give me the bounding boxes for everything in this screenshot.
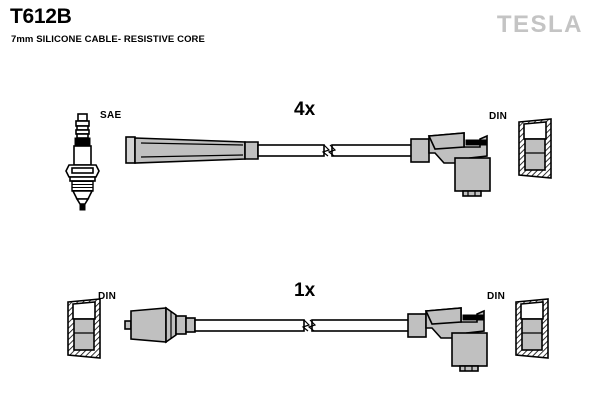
din-terminal-icon-bottom-left [67, 298, 101, 359]
terminal-label-din-top-right: DIN [489, 111, 508, 122]
din-terminal-icon-bottom-right [515, 298, 549, 359]
quantity-label-top: 4x [294, 99, 316, 120]
quantity-label-bottom: 1x [294, 280, 316, 301]
bottom-left-connector-boot [124, 306, 196, 344]
bottom-right-connector-boot [407, 307, 488, 372]
terminal-label-sae-top-left: SAE [100, 110, 122, 121]
top-left-connector-boot [125, 136, 259, 164]
top-cable [257, 144, 417, 157]
terminal-label-din-bottom-right: DIN [487, 291, 506, 302]
part-description: 7mm SILICONE CABLE- RESISTIVE CORE [11, 34, 205, 45]
din-terminal-icon-top-right [518, 118, 552, 179]
top-right-connector-boot [410, 132, 491, 197]
terminal-label-din-bottom-left: DIN [98, 291, 117, 302]
page-title: T612B [10, 5, 72, 28]
top-assembly [65, 113, 552, 211]
brand-logo: TESLA [496, 11, 583, 38]
bottom-cable [194, 319, 413, 332]
spark-plug-icon [65, 113, 100, 211]
bottom-assembly [67, 298, 549, 372]
